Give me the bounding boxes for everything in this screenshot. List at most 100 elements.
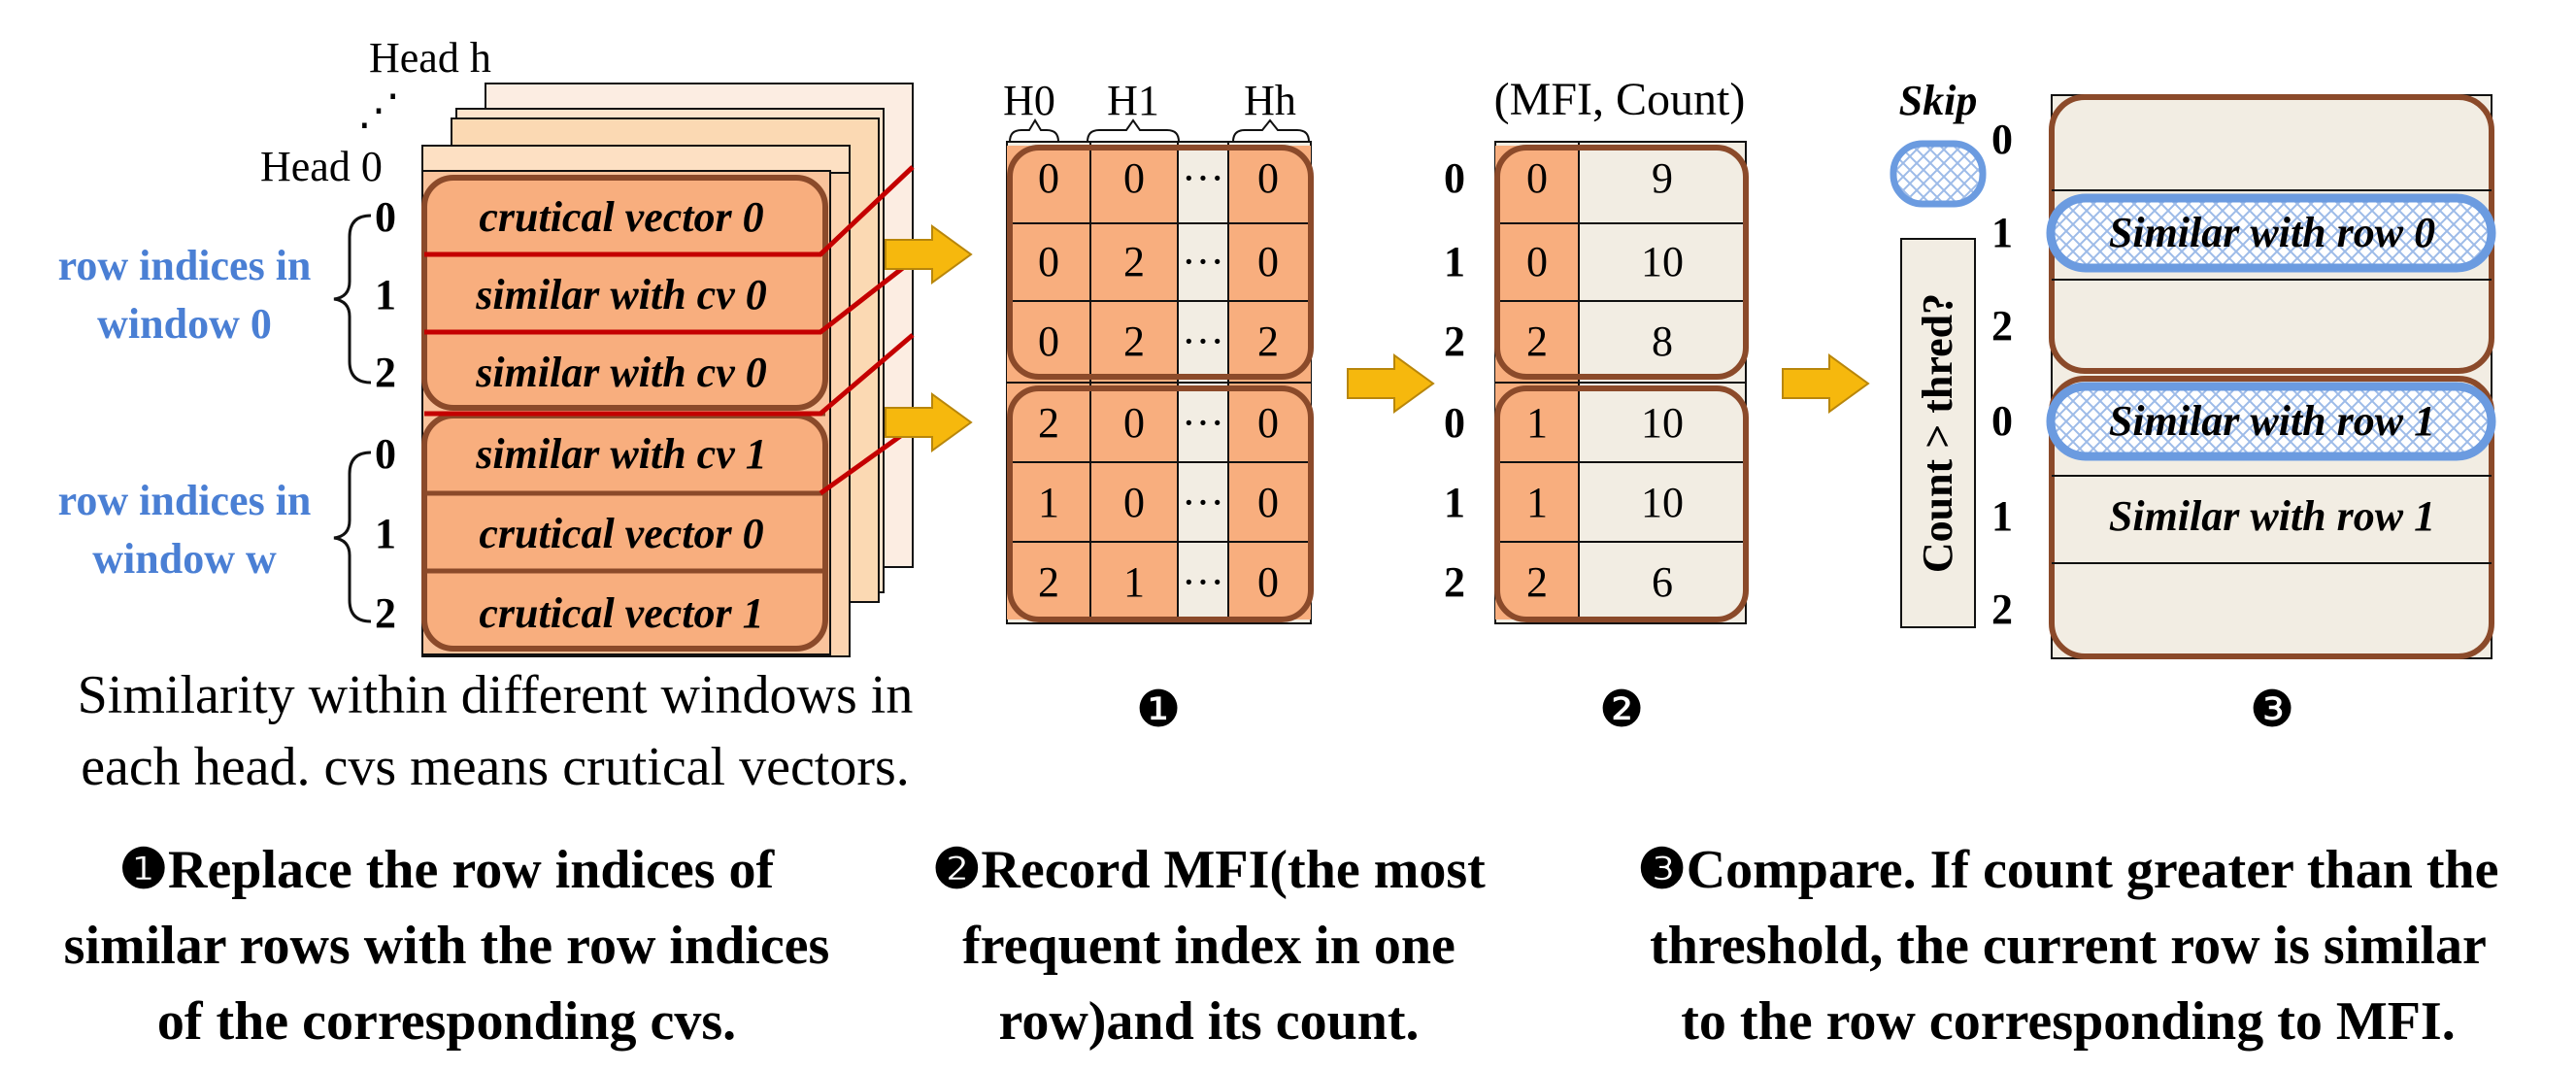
panel-a-caption: each head. cvs means crutical vectors. [81,737,910,797]
table-cell: 0 [1038,318,1059,365]
column-header: H1 [1107,77,1159,124]
mfi-count-header: (MFI, Count) [1494,74,1746,125]
table-cell: 0 [1257,399,1279,447]
head-row-label: crutical vector 0 [479,193,763,241]
count-cell: 10 [1641,479,1684,526]
skipped-row-highlight [2046,193,2496,273]
window-0-label: row indices in [58,242,312,289]
compare-row-label: Similar with row 1 [2109,492,2435,540]
window-0-label: window 0 [97,300,272,348]
step-1-description: of the corresponding cvs. [157,991,736,1052]
similarity-line [424,258,915,335]
head-row-label: crutical vector 1 [479,589,763,637]
window-w-outline [1007,385,1314,622]
head-row-label: similar with cv 0 [475,271,766,318]
arrow-right-icon [885,224,973,284]
row-index: 1 [375,271,396,318]
step-3-description: ❸Compare. If count greater than the [1637,840,2498,900]
table-cell: ··· [1182,399,1224,447]
head-0-label: Head 0 [260,143,383,190]
step-2-marker: ❷ [1599,683,1645,738]
step-3-description: threshold, the current row is similar [1650,916,2487,976]
column-header: H0 [1003,77,1055,124]
table-cell: 2 [1257,318,1279,365]
panel-head-stack: crutical vector 0 similar with cv 0 simi… [58,34,915,797]
row-index: 2 [1444,558,1465,606]
arrow-right-icon [885,392,973,452]
skip-label: Skip [1899,77,1978,124]
table-cell: 1 [1038,479,1059,526]
mfi-cell: 0 [1526,238,1548,285]
row-index: 0 [1444,399,1465,447]
arrow-right-icon [1782,353,1870,414]
table-cell: ··· [1182,479,1224,526]
column-header: Hh [1244,77,1296,124]
head-row-label: crutical vector 0 [479,510,763,557]
row-index: 0 [1991,116,2013,163]
step-1-description: similar rows with the row indices [64,916,830,976]
table-cell: 0 [1257,558,1279,606]
table-cell: 0 [1123,399,1145,447]
table-cell: ··· [1182,558,1224,606]
header-bracket [1009,118,1059,143]
head-row-label: similar with cv 1 [475,430,766,478]
table-cell: 0 [1123,479,1145,526]
mfi-cell: 2 [1526,318,1548,365]
window-w-outline [1494,385,1749,622]
row-index: 0 [375,430,396,478]
threshold-label: Count > thred? [1914,293,1961,573]
mfi-cell: 0 [1526,154,1548,202]
window-w-brace [333,451,372,623]
mfi-cell: 1 [1526,399,1548,447]
window-0-outline [1494,145,1749,380]
table-cell: 2 [1123,318,1145,365]
skipped-row-highlight [2046,382,2496,461]
window-w-label: row indices in [58,477,312,524]
table-cell: 2 [1038,399,1059,447]
table-cell: 0 [1257,154,1279,202]
header-bracket [1087,118,1180,143]
row-index: 1 [1444,479,1465,526]
table-cell: 0 [1038,154,1059,202]
row-index: 1 [1991,209,2013,256]
table-cell: 0 [1123,154,1145,202]
step-3-description: to the row corresponding to MFI. [1681,991,2455,1052]
step-3-marker: ❸ [2250,683,2295,738]
panel-index-table: H0 H1 Hh 0 0 ··· 0 0 2 ··· [1003,77,1314,738]
step-2-description: frequent index in one [962,916,1455,976]
count-cell: 10 [1641,238,1684,285]
row-index: 0 [375,193,396,241]
table-cell: 0 [1038,238,1059,285]
table-cell: ··· [1182,318,1224,365]
count-cell: 10 [1641,399,1684,447]
row-index: 2 [375,349,396,396]
row-index: 1 [1444,238,1465,285]
compare-row-label: Similar with row 0 [2109,209,2435,256]
mfi-cell: 1 [1526,479,1548,526]
similarity-line [424,333,915,417]
row-index: 1 [375,510,396,557]
window-0-box [421,175,828,411]
head-h-label: Head h [369,34,491,82]
panel-mfi-count: (MFI, Count) 0 1 2 0 1 2 0 0 2 1 1 2 9 1… [1444,74,1749,738]
header-bracket [1232,118,1310,143]
compare-row-label: Similar with row 1 [2109,397,2435,445]
table-cell: 1 [1123,558,1145,606]
row-index: 2 [1991,302,2013,350]
row-index: 2 [1444,318,1465,365]
table-cell: 0 [1257,479,1279,526]
step-1-marker: ❶ [1136,683,1182,738]
table-cell: 2 [1038,558,1059,606]
table-cell: ··· [1182,238,1224,285]
table-cell: ··· [1182,154,1224,202]
step-2-description: ❷Record MFI(the most [932,840,1486,900]
skip-legend-swatch [1890,140,1987,208]
step-1-description: ❶Replace the row indices of [119,840,776,900]
threshold-box [1900,238,1976,628]
mfi-cell: 2 [1526,558,1548,606]
head-row-label: similar with cv 0 [475,349,766,396]
step-descriptions: ❶Replace the row indices of similar rows… [64,840,2499,1052]
row-index: 0 [1444,154,1465,202]
row-index: 0 [1991,397,2013,445]
